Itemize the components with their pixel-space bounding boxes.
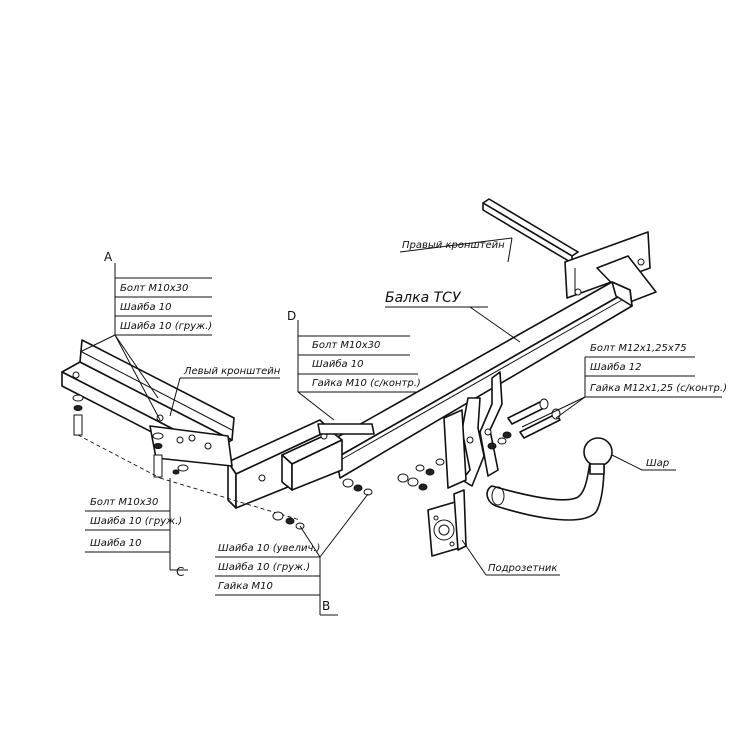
right-bracket xyxy=(482,198,657,303)
callout-d-item-1: Болт М10х30 xyxy=(312,340,380,351)
label-left-bracket: Левый кронштейн xyxy=(183,366,281,377)
callout-a xyxy=(79,263,212,421)
callout-c-item-3: Шайба 10 xyxy=(90,537,142,549)
label-socket-plate: Подрозетник xyxy=(488,563,557,574)
callout-b-letter: B xyxy=(322,599,330,613)
label-beam: Балка ТСУ xyxy=(385,290,462,306)
callout-b xyxy=(215,493,369,616)
callout-a-item-1: Болт М10х30 xyxy=(120,283,188,294)
label-right-bracket: Правый кронштейн xyxy=(402,240,505,251)
callout-a-item-3: Шайба 10 (груж.) xyxy=(120,320,212,332)
callout-c xyxy=(85,478,188,571)
callout-d-item-3: Гайка М10 (с/контр.) xyxy=(312,378,421,389)
callout-ball-item-1: Болт М12х1,25х75 xyxy=(590,343,687,354)
left-bracket xyxy=(61,339,235,467)
callout-b-item-2: Шайба 10 (груж.) xyxy=(218,561,310,573)
callout-ball xyxy=(521,356,722,428)
callout-ball-item-2: Шайба 12 xyxy=(590,361,642,373)
callout-c-letter: C xyxy=(176,565,184,579)
callout-d xyxy=(297,320,418,421)
callout-a-item-2: Шайба 10 xyxy=(120,301,172,313)
leaders xyxy=(169,237,676,576)
callout-d-letter: D xyxy=(287,309,296,323)
callout-d-item-2: Шайба 10 xyxy=(312,358,364,370)
hitch-beam xyxy=(317,281,633,479)
callout-c-item-1: Болт М10х30 xyxy=(90,497,158,508)
callout-b-item-3: Гайка М10 xyxy=(218,581,273,592)
center-hanger xyxy=(443,371,503,489)
callout-c-item-2: Шайба 10 (груж.) xyxy=(90,515,182,527)
callout-a-letter: A xyxy=(104,250,113,264)
callout-ball-item-3: Гайка М12х1,25 (с/контр.) xyxy=(590,383,727,394)
socket-plate xyxy=(427,489,467,557)
label-ball: Шар xyxy=(646,458,669,469)
b-hardware xyxy=(272,478,373,530)
hanger-hardware xyxy=(397,398,561,491)
beam-end-plate xyxy=(227,419,375,509)
callout-b-item-1: Шайба 10 (увелич.) xyxy=(218,542,320,554)
tow-ball xyxy=(486,437,613,521)
